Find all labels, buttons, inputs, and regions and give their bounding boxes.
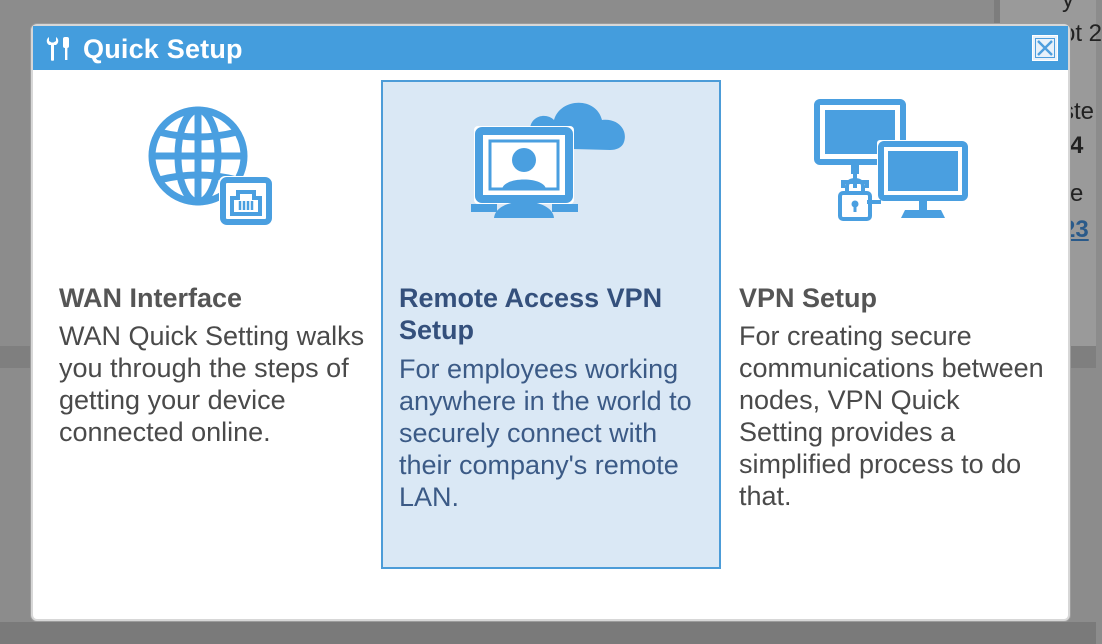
close-icon — [1035, 38, 1055, 58]
globe-ethernet-icon — [43, 98, 383, 258]
background-footer — [0, 622, 1096, 644]
wan-interface-card[interactable]: WAN Interface WAN Quick Setting walks yo… — [43, 80, 383, 569]
remote-access-vpn-card[interactable]: Remote Access VPN Setup For employees wo… — [381, 80, 721, 569]
card-title: VPN Setup — [739, 283, 878, 313]
remote-user-cloud-icon — [383, 86, 719, 246]
vpn-setup-card[interactable]: VPN Setup For creating secure communicat… — [723, 80, 1063, 569]
tools-icon — [45, 35, 73, 62]
quick-setup-dialog: Quick Setup — [31, 24, 1070, 621]
card-description: For employees working anywhere in the wo… — [399, 354, 692, 512]
card-description: WAN Quick Setting walks you through the … — [59, 321, 365, 447]
card-title: WAN Interface — [59, 283, 243, 313]
card-description: For creating secure communications betwe… — [739, 321, 1044, 511]
dialog-title-bar: Quick Setup — [33, 26, 1068, 70]
card-title: Remote Access VPN Setup — [399, 283, 663, 345]
dialog-title: Quick Setup — [83, 34, 243, 64]
close-button[interactable] — [1032, 35, 1058, 61]
monitors-lock-icon — [723, 98, 1063, 258]
background-text: y — [1062, 0, 1074, 14]
